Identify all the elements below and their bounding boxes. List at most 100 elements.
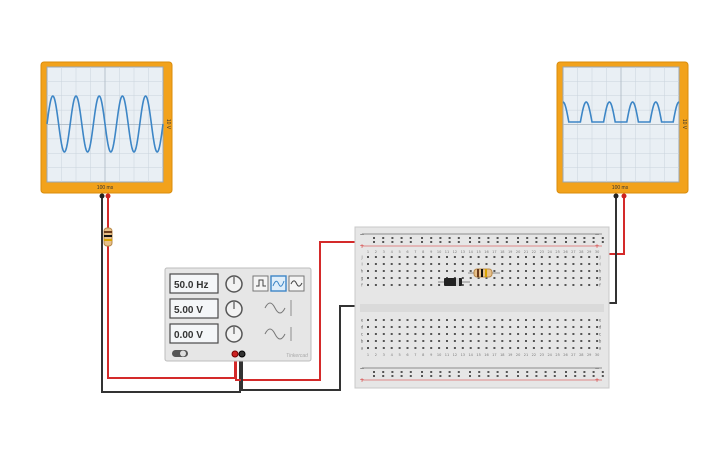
column-number: 13: [461, 250, 465, 254]
column-number: 15: [476, 250, 480, 254]
column-number: 3: [383, 250, 385, 254]
column-number: 18: [500, 250, 504, 254]
resistor-left[interactable]: [103, 227, 113, 247]
rail-sign: −: [359, 231, 364, 238]
column-number: 30: [595, 250, 599, 254]
power-rail-top[interactable]: [362, 233, 604, 247]
sine-wave-icon: [290, 280, 303, 287]
brand-label: Tinkercad: [286, 353, 308, 359]
column-number: 9: [430, 353, 432, 357]
column-number: 7: [414, 353, 416, 357]
column-number: 25: [555, 250, 559, 254]
column-number: 21: [524, 353, 528, 357]
rail-sign: +: [359, 243, 364, 250]
column-number: 27: [571, 250, 575, 254]
row-letter: b: [599, 339, 602, 344]
row-letter: d: [599, 325, 602, 330]
column-number: 5: [398, 353, 400, 357]
column-number: 17: [492, 353, 496, 357]
function-generator[interactable]: 50.0 Hz 5.00 V 0.00 V Tinkercad: [164, 267, 312, 362]
column-number: 22: [532, 250, 536, 254]
row-letter: c: [599, 332, 601, 337]
row-letter: a: [361, 346, 364, 351]
column-number: 26: [563, 250, 567, 254]
row-letter: g: [361, 276, 364, 281]
scope-trace-left: [46, 95, 164, 153]
scope-trace-right: [562, 101, 680, 123]
column-number: 9: [430, 250, 432, 254]
rail-sign: +: [594, 243, 599, 250]
column-number: 6: [406, 353, 408, 357]
frequency-value: 50.0 Hz: [174, 280, 208, 291]
row-letter: b: [361, 339, 364, 344]
column-number: 5: [398, 250, 400, 254]
row-letter: e: [361, 318, 364, 323]
column-number: 10: [437, 250, 441, 254]
resistor-breadboard[interactable]: [468, 268, 500, 278]
wire-black-left-scope[interactable]: [101, 196, 241, 393]
column-number: 7: [414, 250, 416, 254]
column-number: 23: [540, 250, 544, 254]
column-number: 30: [595, 353, 599, 357]
column-number: 19: [508, 353, 512, 357]
column-number: 1: [367, 250, 369, 254]
square-wave-button[interactable]: [252, 275, 269, 292]
column-number: 2: [375, 250, 377, 254]
column-number: 23: [540, 353, 544, 357]
column-number: 22: [532, 353, 536, 357]
column-number: 14: [468, 353, 473, 357]
row-letter: h: [599, 269, 602, 274]
rail-sign: −: [594, 365, 599, 372]
center-channel: [360, 304, 604, 312]
column-number: 27: [571, 353, 575, 357]
offset-display: [169, 323, 219, 344]
probe-terminal-red-left[interactable]: [105, 193, 111, 199]
column-number: 11: [445, 353, 449, 357]
row-letter: c: [361, 332, 363, 337]
rail-sign: +: [594, 377, 599, 384]
column-number: 13: [461, 353, 465, 357]
row-letter: f: [361, 283, 363, 288]
power-rail-bottom[interactable]: [362, 367, 604, 381]
column-number: 25: [555, 353, 559, 357]
probe-terminal-black-left[interactable]: [99, 193, 105, 199]
row-letter: i: [599, 262, 600, 267]
column-number: 20: [516, 250, 520, 254]
column-number: 12: [453, 250, 457, 254]
output-terminal-positive[interactable]: [231, 350, 239, 358]
triangle-wave-icon: [272, 280, 285, 287]
probe-terminal-black-right[interactable]: [613, 193, 619, 199]
column-number: 19: [508, 250, 512, 254]
rail-sign: −: [594, 231, 599, 238]
row-letter: e: [599, 318, 602, 323]
oscilloscope-right[interactable]: 100 ms 10 V: [556, 61, 689, 199]
output-terminal-negative[interactable]: [238, 350, 246, 358]
column-number: 28: [579, 353, 583, 357]
column-number: 4: [391, 250, 394, 254]
column-number: 11: [445, 250, 449, 254]
column-number: 3: [383, 353, 385, 357]
column-number: 24: [547, 250, 552, 254]
diode[interactable]: [438, 278, 470, 286]
column-number: 2: [375, 353, 377, 357]
terminal-strips[interactable]: [367, 256, 599, 349]
column-number: 20: [516, 353, 520, 357]
offset-icon: [264, 328, 286, 340]
row-letter: f: [599, 283, 601, 288]
time-label-right: 100 ms: [612, 185, 629, 191]
column-number: 6: [406, 250, 408, 254]
column-number: 15: [476, 353, 480, 357]
column-number: 29: [587, 250, 591, 254]
row-letter: j: [360, 255, 362, 260]
column-number: 28: [579, 250, 583, 254]
row-letter: g: [599, 276, 602, 281]
wire-red-gen-to-rail[interactable]: [235, 241, 372, 381]
scope-grid-right: [563, 67, 679, 182]
column-number: 18: [500, 353, 504, 357]
row-letter: j: [598, 255, 600, 260]
probe-terminal-red-right[interactable]: [621, 193, 627, 199]
oscilloscope-left[interactable]: 100 ms 10 V: [40, 61, 173, 199]
